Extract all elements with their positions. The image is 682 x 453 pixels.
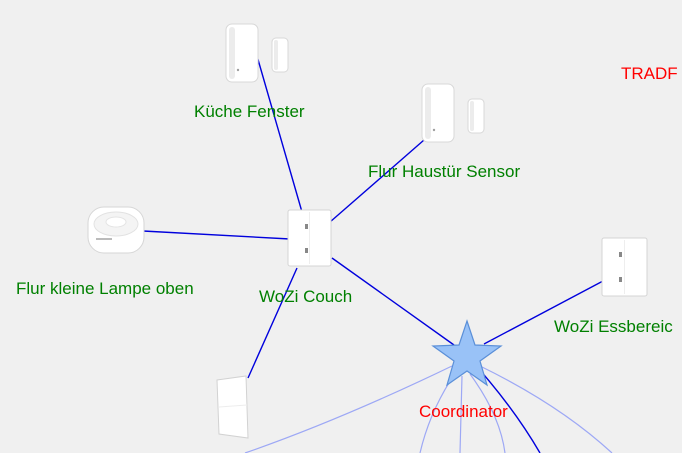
link-coordinator-weak-3 — [459, 375, 463, 453]
door-window-sensor-icon — [421, 83, 485, 143]
link-couch-coordinator — [331, 257, 455, 346]
links — [142, 55, 613, 453]
link-couch-lampe — [142, 230, 291, 240]
node-label-coordinator: Coordinator — [419, 402, 508, 421]
link-couch-wallswitch — [247, 267, 298, 379]
door-window-sensor-icon — [225, 23, 289, 83]
star-coordinator-icon — [431, 319, 503, 387]
node-flur-haustuer[interactable]: Flur Haustür Sensor — [368, 83, 520, 181]
node-label-wozi-essbereich: WoZi Essbereic — [554, 317, 673, 336]
node-kueche-fenster[interactable]: Küche Fenster — [194, 23, 305, 121]
node-label-kueche-fenster: Küche Fenster — [194, 102, 305, 121]
round-button-icon — [87, 206, 145, 254]
node-wozi-couch[interactable]: WoZi Couch — [259, 209, 352, 306]
link-coordinator-weak-1 — [244, 365, 453, 453]
link-couch-haustuer — [329, 139, 425, 223]
node-label-wozi-couch: WoZi Couch — [259, 287, 352, 306]
wall-switch-icon — [601, 237, 648, 297]
rocker-switch-icon — [216, 375, 249, 439]
node-label-tradfri: TRADF — [621, 64, 678, 83]
wall-switch-icon — [287, 209, 332, 267]
node-label-flur-haustuer: Flur Haustür Sensor — [368, 162, 520, 181]
link-coordinator-weak-4 — [469, 373, 506, 453]
node-coordinator[interactable]: Coordinator — [419, 319, 508, 421]
node-label-flur-lampe: Flur kleine Lampe oben — [16, 279, 194, 298]
link-coordinator-essbereich — [483, 280, 604, 345]
node-flur-lampe[interactable]: Flur kleine Lampe oben — [16, 206, 194, 298]
link-couch-kueche — [256, 55, 303, 213]
link-coordinator-bottom — [477, 367, 541, 453]
node-wall-switch-bottom[interactable] — [216, 375, 249, 439]
link-coordinator-weak-5 — [479, 365, 613, 453]
node-wozi-essbereich[interactable]: WoZi Essbereic — [554, 237, 673, 336]
node-tradfri[interactable]: TRADF — [621, 64, 678, 83]
